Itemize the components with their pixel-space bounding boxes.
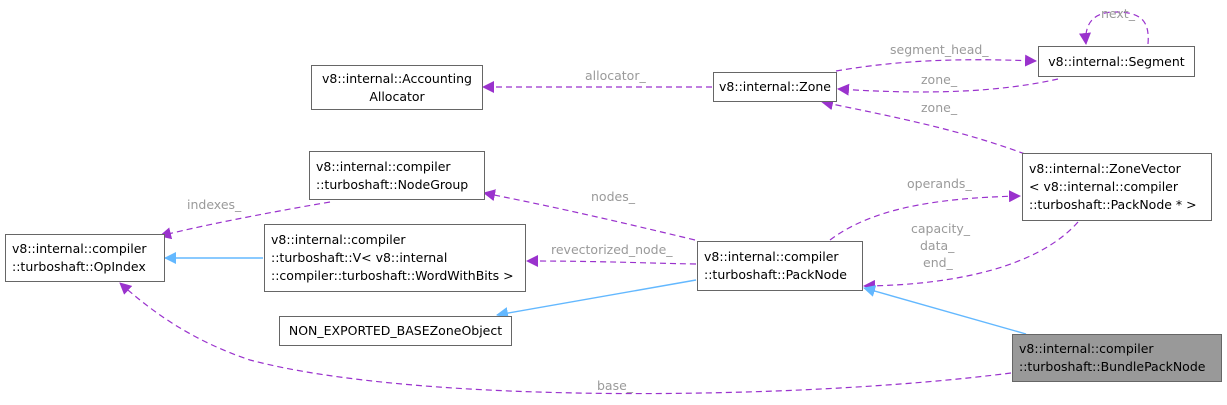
node-zone-line-1: v8::internal::Zone <box>719 79 831 94</box>
node-pack-node-line-2: ::turboshaft::PackNode <box>704 267 847 282</box>
edge-capacity-data-end <box>863 221 1079 292</box>
label-base: base_ <box>597 378 634 393</box>
edge-zone-a <box>837 78 1059 96</box>
node-zone-vector-line-2: < v8::internal::compiler <box>1029 179 1179 194</box>
label-end: end_ <box>923 255 953 270</box>
node-zone-vector[interactable]: v8::internal::ZoneVector < v8::internal:… <box>1022 153 1212 221</box>
label-segment-head: segment_head_ <box>890 42 989 57</box>
node-zone-vector-line-3: ::turboshaft::PackNode * > <box>1029 197 1197 212</box>
node-v-wordwithbits-line-3: ::compiler::turboshaft::WordWithBits > <box>271 268 514 283</box>
node-node-group-line-2: ::turboshaft::NodeGroup <box>316 176 469 192</box>
label-data: data_ <box>920 238 955 253</box>
node-op-index[interactable]: v8::internal::compiler ::turboshaft::OpI… <box>5 234 165 282</box>
node-accounting-allocator[interactable]: v8::internal::Accounting Allocator <box>311 65 483 110</box>
node-bundle-pack-node[interactable]: v8::internal::compiler ::turboshaft::Bun… <box>1012 334 1222 382</box>
edge-segment-head <box>835 54 1037 72</box>
label-zone-a: zone_ <box>921 72 958 87</box>
label-capacity: capacity_ <box>911 221 971 236</box>
node-accounting-allocator-line-1: v8::internal::Accounting <box>322 70 472 86</box>
label-operands: operands_ <box>907 176 972 191</box>
node-pack-node[interactable]: v8::internal::compiler ::turboshaft::Pac… <box>697 241 863 291</box>
label-nodes: nodes_ <box>591 189 635 204</box>
node-v-wordwithbits[interactable]: v8::internal::compiler ::turboshaft::V< … <box>264 224 526 292</box>
node-bundle-pack-node-line-1: v8::internal::compiler <box>1019 341 1154 356</box>
node-v-wordwithbits-line-1: v8::internal::compiler <box>271 232 406 247</box>
edge-next <box>1079 11 1149 45</box>
node-non-exported-line-1: NON_EXPORTED_BASEZoneObject <box>288 323 503 338</box>
edge-operands <box>829 190 1021 241</box>
node-zone[interactable]: v8::internal::Zone <box>713 72 837 102</box>
label-indexes: indexes_ <box>187 197 242 212</box>
label-revectorized-node: revectorized_node_ <box>551 242 673 257</box>
node-non-exported-base-zone-object[interactable]: NON_EXPORTED_BASEZoneObject <box>279 316 512 346</box>
edge-revectorized-node <box>526 255 697 268</box>
label-allocator: allocator_ <box>585 68 646 83</box>
edge-zone-b <box>821 98 1026 155</box>
node-zone-vector-line-1: v8::internal::ZoneVector <box>1029 161 1181 176</box>
node-op-index-line-2: ::turboshaft::OpIndex <box>12 259 146 274</box>
edge-inherit-packnode-zoneobject <box>496 279 697 320</box>
node-node-group[interactable]: v8::internal::compiler ::turboshaft::Nod… <box>309 151 485 200</box>
label-next: next_ <box>1101 6 1135 21</box>
edge-indexes <box>159 201 331 240</box>
node-segment[interactable]: v8::internal::Segment <box>1038 46 1195 77</box>
node-node-group-line-1: v8::internal::compiler <box>316 158 451 174</box>
node-op-index-line-1: v8::internal::compiler <box>12 241 147 256</box>
node-v-wordwithbits-line-2: ::turboshaft::V< v8::internal <box>271 250 448 265</box>
label-zone-b: zone_ <box>921 100 958 115</box>
node-accounting-allocator-line-2: Allocator <box>369 88 425 104</box>
node-bundle-pack-node-line-2: ::turboshaft::BundlePackNode <box>1019 359 1206 374</box>
edge-inherit-bundle-packnode <box>863 285 1027 335</box>
node-segment-line-1: v8::internal::Segment <box>1048 53 1185 69</box>
edge-base <box>119 282 1012 395</box>
node-pack-node-line-1: v8::internal::compiler <box>704 249 839 264</box>
